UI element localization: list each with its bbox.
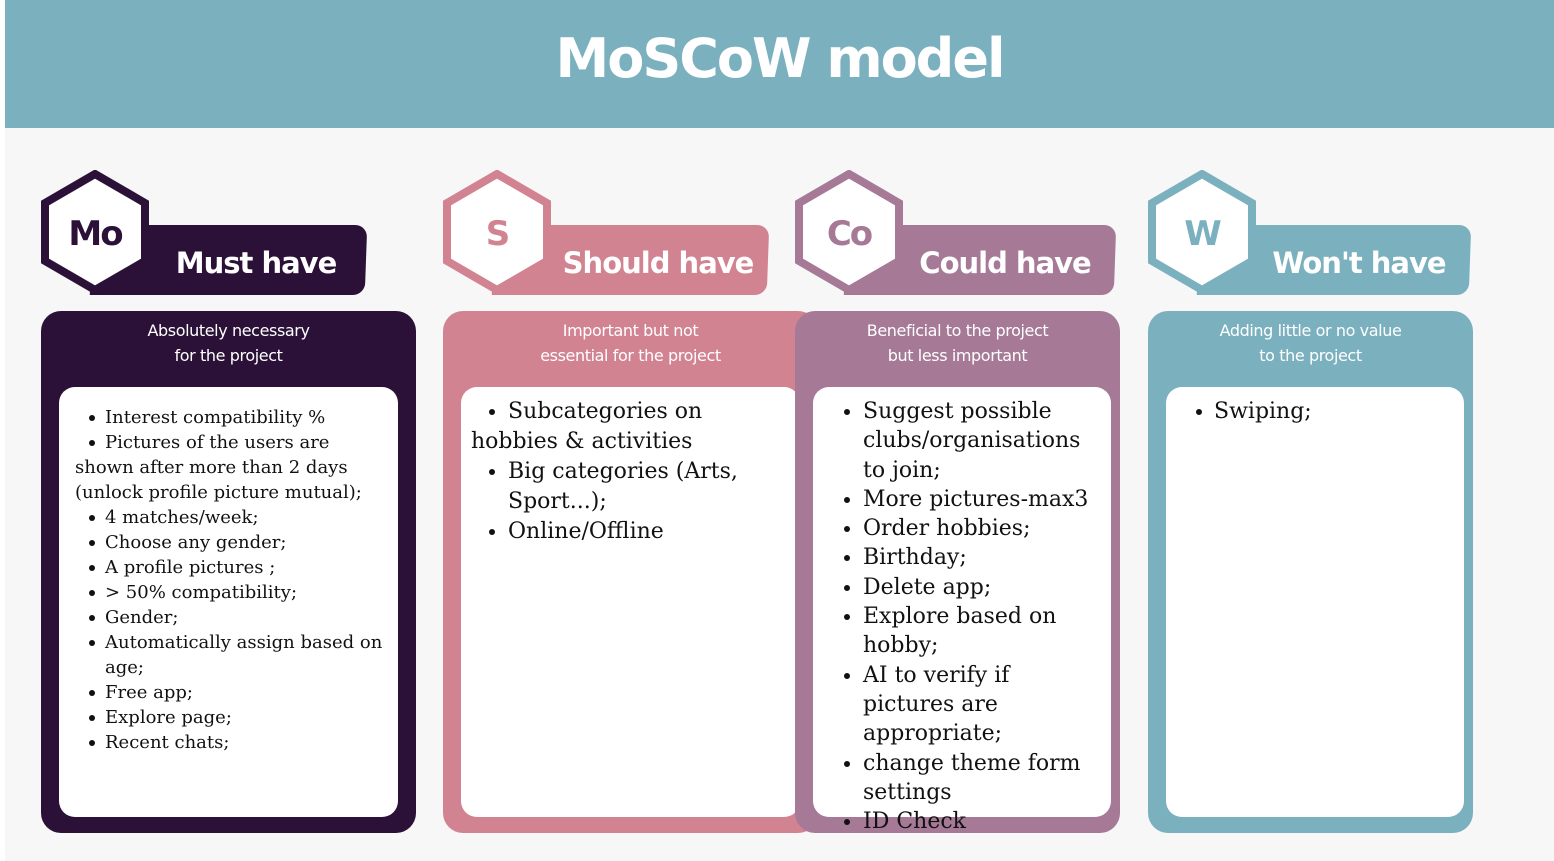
list-item: Big categories (Arts, Sport...); xyxy=(471,457,786,517)
list-item: Delete app; xyxy=(823,573,1103,602)
description-line: to the project xyxy=(1259,346,1362,365)
description-line: Absolutely necessary xyxy=(147,321,310,340)
description-line: but less important xyxy=(887,346,1028,365)
list-item: Pictures of the users are shown after mo… xyxy=(75,430,384,505)
could-code: Co xyxy=(826,214,873,254)
left-edge xyxy=(0,0,5,861)
description-line: Adding little or no value xyxy=(1219,321,1402,340)
wont-description: Adding little or no value to the project xyxy=(1148,318,1473,378)
list-item: Subcategories on hobbies & activities xyxy=(471,397,786,457)
list-item: Gender; xyxy=(75,605,384,630)
could-list-box: Suggest possible clubs/organisations to … xyxy=(813,387,1111,834)
wont-list-box: Swiping; xyxy=(1166,387,1464,817)
must-description: Absolutely necessary for the project xyxy=(41,318,416,378)
list-item: AI to verify if pictures are appropriate… xyxy=(823,661,1103,749)
should-description: Important but not essential for the proj… xyxy=(443,318,818,378)
description-line: for the project xyxy=(174,346,283,365)
must-label: Must have xyxy=(175,246,338,280)
list-item: ID Check xyxy=(823,807,1103,836)
hexagon-badge xyxy=(41,170,149,294)
header-banner: MoSCoW model xyxy=(5,0,1554,128)
wont-label: Won't have xyxy=(1272,246,1446,280)
must-list-box: Interest compatibility % Pictures of the… xyxy=(59,387,398,817)
hexagon-badge xyxy=(443,170,551,294)
wont-code: W xyxy=(1184,214,1222,254)
hexagon-badge xyxy=(795,170,903,294)
list-item: Interest compatibility % xyxy=(75,405,384,430)
should-code: S xyxy=(485,214,511,254)
column-could-have: Could have Co Beneficial to the project … xyxy=(795,170,1120,835)
list-item: Explore based on hobby; xyxy=(823,602,1103,661)
list-item: Free app; xyxy=(75,680,384,705)
column-wont-have: Won't have W Adding little or no value t… xyxy=(1148,170,1473,835)
should-list-box: Subcategories on hobbies & activities Bi… xyxy=(461,387,800,817)
could-description: Beneficial to the project but less impor… xyxy=(795,318,1120,378)
must-code: Mo xyxy=(68,214,123,254)
wont-list: Swiping; xyxy=(1176,397,1456,427)
could-list: Suggest possible clubs/organisations to … xyxy=(823,397,1103,836)
list-item: Recent chats; xyxy=(75,730,384,755)
list-item: > 50% compatibility; xyxy=(75,580,384,605)
description-line: essential for the project xyxy=(540,346,721,365)
list-item: Choose any gender; xyxy=(75,530,384,555)
column-must-have: Must have Mo Absolutely necessary for th… xyxy=(41,170,416,835)
hexagon-badge xyxy=(1148,170,1256,294)
list-item: Automatically assign based on age; xyxy=(75,630,384,680)
must-list: Interest compatibility % Pictures of the… xyxy=(75,405,384,755)
column-should-have: Should have S Important but not essentia… xyxy=(443,170,818,835)
list-item: More pictures-max3 xyxy=(823,485,1103,514)
list-item: change theme form settings xyxy=(823,749,1103,808)
list-item: Online/Offline xyxy=(471,517,786,547)
list-item: A profile pictures ; xyxy=(75,555,384,580)
list-item: 4 matches/week; xyxy=(75,505,384,530)
description-line: Important but not xyxy=(562,321,699,340)
list-item: Suggest possible clubs/organisations to … xyxy=(823,397,1103,485)
list-item: Order hobbies; xyxy=(823,514,1103,543)
should-label: Should have xyxy=(562,246,755,280)
description-line: Beneficial to the project xyxy=(866,321,1049,340)
list-item: Swiping; xyxy=(1176,397,1456,427)
list-item: Explore page; xyxy=(75,705,384,730)
page-title: MoSCoW model xyxy=(555,26,1006,90)
should-list: Subcategories on hobbies & activities Bi… xyxy=(471,397,786,547)
could-label: Could have xyxy=(919,246,1091,280)
list-item: Birthday; xyxy=(823,543,1103,572)
